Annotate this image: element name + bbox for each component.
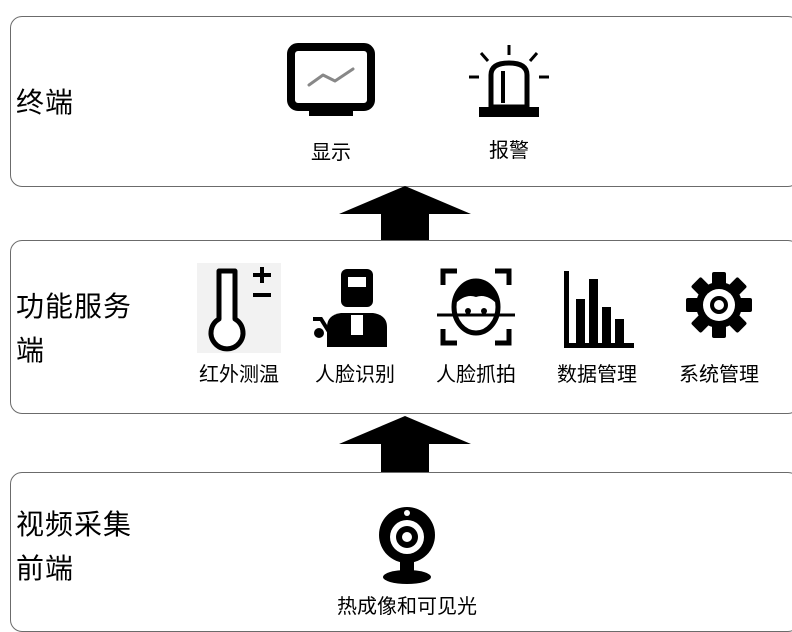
bar-chart-icon [564, 271, 634, 348]
up-arrow-icon [339, 186, 471, 242]
item-label-camera: 热成像和可见光 [337, 594, 477, 618]
item-face-capture: 人脸抓拍 [426, 263, 526, 387]
item-display: 显示 [283, 43, 379, 165]
monitor-icon [287, 43, 375, 116]
item-infrared: 红外测温 [189, 263, 289, 387]
item-label-system-management: 系统管理 [679, 362, 759, 386]
item-label-display: 显示 [311, 140, 351, 164]
item-data-management: 数据管理 [547, 263, 647, 387]
item-label-alarm: 报警 [489, 138, 529, 162]
welder-icon [313, 269, 387, 347]
item-label-face-recognition: 人脸识别 [315, 362, 395, 386]
tier-capture: 视频采集 前端 热成像和可见光 [10, 472, 792, 632]
face-scan-icon [437, 268, 515, 346]
item-label-data-management: 数据管理 [557, 362, 637, 386]
webcam-icon [379, 507, 435, 584]
tier-label-terminal: 终端 [16, 86, 75, 119]
tier-label-service: 功能服务 端 [16, 290, 133, 367]
item-alarm: 报警 [461, 41, 557, 163]
item-label-infrared: 红外测温 [199, 362, 279, 386]
tier-label-capture: 视频采集 前端 [16, 508, 133, 585]
tier-service: 功能服务 端 红外测温 人脸识别 [10, 240, 792, 414]
alarm-light-icon [469, 45, 549, 117]
tier-terminal: 终端 显示 报警 [10, 16, 792, 187]
item-label-face-capture: 人脸抓拍 [436, 362, 516, 386]
item-system-management: 系统管理 [669, 263, 769, 387]
item-camera: 热成像和可见光 [297, 499, 517, 619]
item-face-recognition: 人脸识别 [305, 263, 405, 387]
gear-icon [686, 272, 752, 338]
thermometer-icon [197, 263, 281, 353]
up-arrow-icon [339, 416, 471, 472]
